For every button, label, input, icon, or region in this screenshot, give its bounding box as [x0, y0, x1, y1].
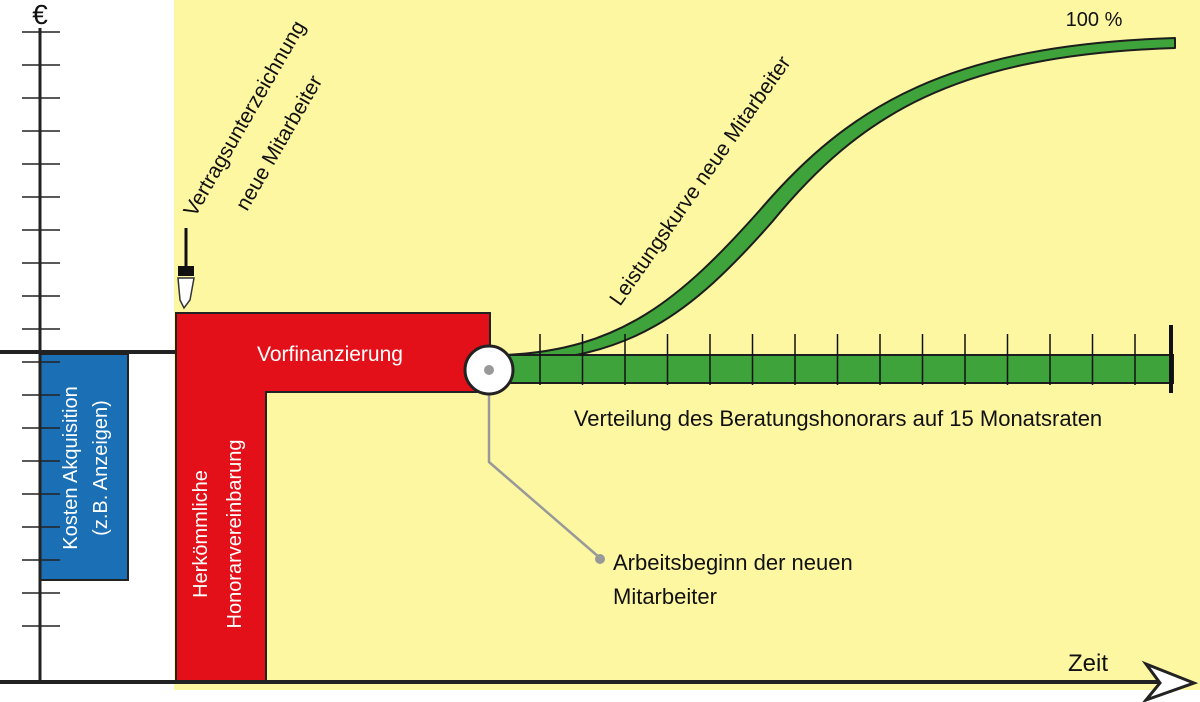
acquisition-costs-label-line1: Kosten Akquisition: [60, 386, 82, 549]
start-of-work-label-line1: Arbeitsbeginn der neuen: [613, 550, 853, 575]
y-axis-euro-symbol: €: [32, 0, 48, 30]
y-axis-ticks: [22, 31, 60, 627]
prefinancing-label: Vorfinanzierung: [257, 343, 403, 366]
x-axis-label: Zeit: [1068, 650, 1108, 677]
start-of-work-center-dot: [484, 365, 494, 375]
performance-curve: [504, 37, 1176, 363]
start-connector-line: [487, 370, 601, 559]
acquisition-costs-label-line2: (z.B. Anzeigen): [90, 400, 112, 536]
pen-signing-icon: [177, 228, 195, 310]
percent-max-label: 100 %: [1066, 9, 1123, 31]
start-of-work-label-line2: Mitarbeiter: [613, 584, 717, 609]
x-axis-arrowhead-icon: [1141, 660, 1199, 702]
installment-timeline-bar: [504, 354, 1174, 384]
distribution-label: Verteilung des Beratungshonorars auf 15 …: [574, 406, 1102, 431]
conventional-fee-label-line2: Honorarvereinbarung: [224, 439, 246, 628]
installment-ticks: [539, 334, 1136, 385]
acquisition-cost-block: [39, 353, 129, 581]
conventional-fee-label-line1: Herkömmliche: [190, 470, 212, 598]
start-connector-dot: [595, 554, 605, 564]
